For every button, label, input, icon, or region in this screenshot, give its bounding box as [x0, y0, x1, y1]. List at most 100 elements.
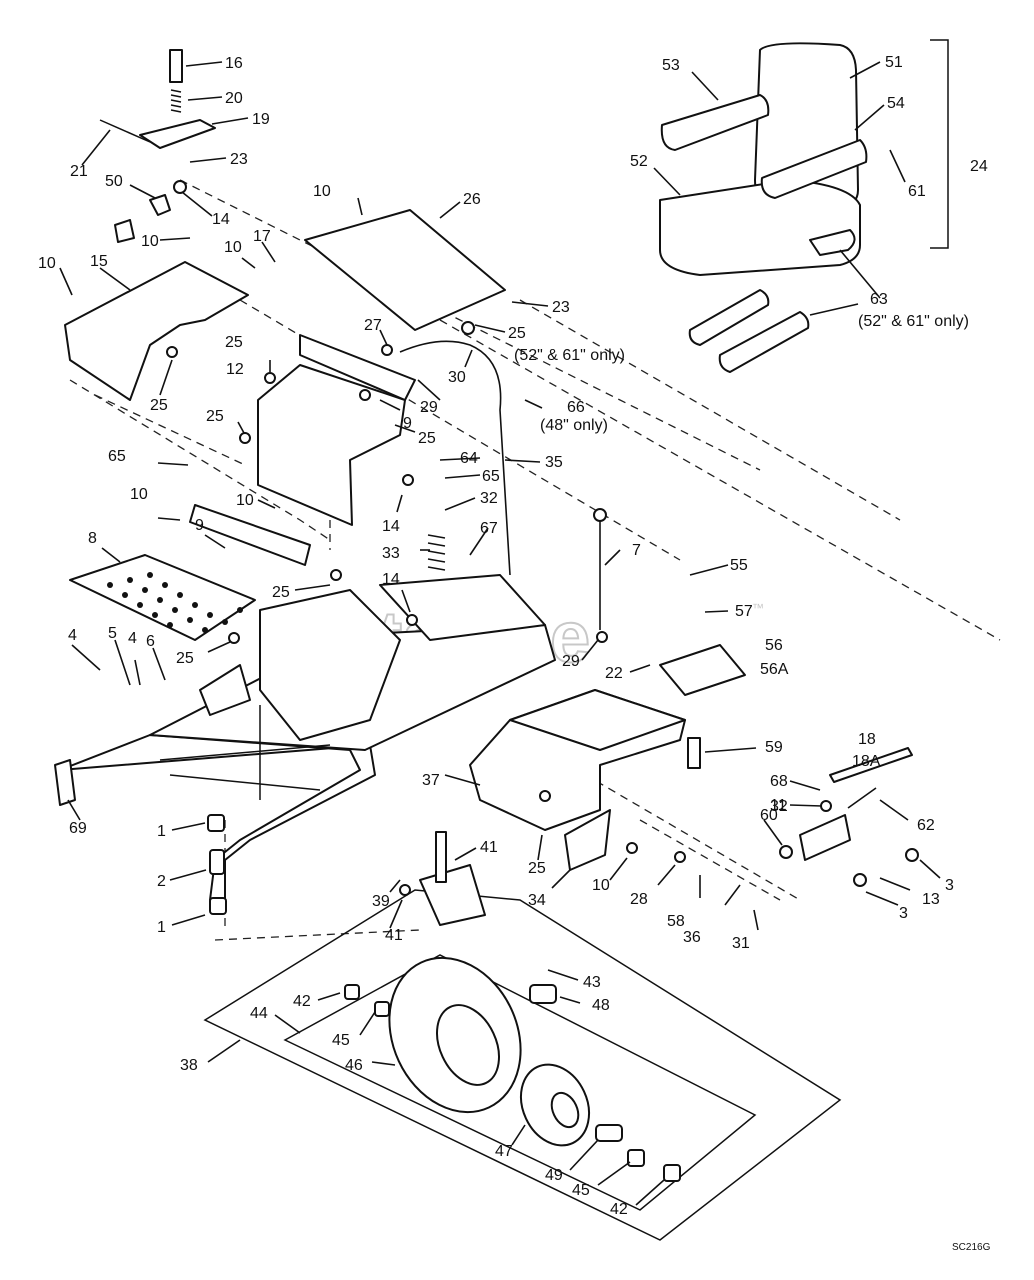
callout-label: 53 [662, 57, 680, 74]
callout-label: 9 [403, 415, 412, 432]
seat-bracket-line [930, 39, 949, 249]
callout-label: 17 [253, 228, 271, 245]
callout-label: 36 [683, 929, 701, 946]
callout-label: 63 [870, 291, 888, 308]
callout-label: 46 [345, 1057, 363, 1074]
channel-9-upper[interactable] [299, 334, 416, 401]
control-console-12[interactable] [257, 364, 406, 526]
callout-label: 54 [887, 95, 905, 112]
callout-label: 10 [141, 233, 159, 250]
callout-label: 41 [480, 839, 498, 856]
callout-label: 56 [765, 637, 783, 654]
caster-stem [435, 831, 447, 883]
callout-label: 8 [88, 530, 97, 547]
callout-label: 12 [226, 361, 244, 378]
callout-label: 48 [592, 997, 610, 1014]
bolt-62[interactable] [829, 747, 913, 783]
callout-label: 45 [332, 1032, 350, 1049]
callout-label: 23 [552, 299, 570, 316]
callout-label: 5 [108, 625, 117, 642]
seat-assembly[interactable] [659, 42, 868, 276]
callout-label: 28 [630, 891, 648, 908]
bracket-56[interactable] [659, 644, 746, 696]
small-hardware [166, 344, 919, 1182]
wheel-assembly-outline-38 [203, 889, 842, 1241]
callout-label: 34 [528, 892, 546, 909]
callout-label: 18 [858, 731, 876, 748]
callout-label: 49 [545, 1167, 563, 1184]
watermark-trademark: ™ [752, 601, 764, 615]
callout-label: 68 [770, 773, 788, 790]
spring-33[interactable] [427, 534, 446, 571]
callout-label: 3 [945, 877, 954, 894]
callout-label: 27 [364, 317, 382, 334]
callout-label: 55 [730, 557, 748, 574]
callout-label: 21 [70, 163, 88, 180]
callout-label: 52 [630, 153, 648, 170]
diagram-code: SC216G [952, 1242, 991, 1253]
channel-9-lower[interactable] [189, 504, 311, 566]
callout-labels: 16 20 19 21 23 50 14 10 10 17 10 15 10 2… [38, 54, 991, 1253]
callout-label: 25 [150, 397, 168, 414]
callout-label: 14 [382, 571, 400, 588]
pivot-bracket-group[interactable] [99, 49, 216, 243]
callout-label: 32 [770, 798, 788, 815]
callout-label: 25 [528, 860, 546, 877]
mount-plate-top[interactable] [509, 689, 686, 751]
callout-label: 47 [495, 1143, 513, 1160]
callout-label: 18A [852, 753, 881, 770]
callout-label: 39 [372, 893, 390, 910]
washer-25-top [461, 321, 475, 335]
seat-platform-26[interactable] [304, 209, 506, 331]
callout-label: 6 [146, 633, 155, 650]
callout-label: 29 [420, 399, 438, 416]
note-seat-mount: (52" & 61" only) [858, 313, 969, 330]
callout-label: 57 [735, 603, 753, 620]
leader-lines [59, 61, 941, 1206]
tire-46[interactable] [365, 936, 545, 1133]
pin-59[interactable] [687, 737, 701, 769]
callout-label: 41 [385, 927, 403, 944]
callout-label: 15 [90, 253, 108, 270]
wheel-assembly-outline-44 [283, 954, 757, 1211]
callout-label: 51 [885, 54, 903, 71]
fender-15[interactable] [64, 261, 249, 401]
rod-7-eye [593, 508, 607, 522]
seat-slide-rails[interactable] [688, 289, 810, 373]
callout-label: 1 [157, 919, 166, 936]
callout-label: 45 [572, 1182, 590, 1199]
callout-label: 1 [157, 823, 166, 840]
callout-label: 43 [583, 974, 601, 991]
floor-plate-pattern [107, 572, 243, 633]
callout-label: 25 [272, 584, 290, 601]
callout-label: 2 [157, 873, 166, 890]
callout-label: 10 [130, 486, 148, 503]
callout-label: 62 [917, 817, 935, 834]
callout-label: 44 [250, 1005, 268, 1022]
callout-label: 58 [667, 913, 685, 930]
callout-label: 32 [480, 490, 498, 507]
callout-label: 10 [313, 183, 331, 200]
callout-label: 42 [293, 993, 311, 1010]
callout-label: 64 [460, 450, 478, 467]
callout-label: 19 [252, 111, 270, 128]
callout-label: 60 [760, 807, 778, 824]
callout-label: 23 [230, 151, 248, 168]
callout-label: 33 [382, 545, 400, 562]
callout-label: 4 [68, 627, 77, 644]
callout-label: 35 [545, 454, 563, 471]
rim-47[interactable] [508, 1053, 602, 1156]
callout-label: 9 [195, 517, 204, 534]
bracket-18[interactable] [799, 814, 851, 861]
callout-label: 37 [422, 772, 440, 789]
floor-plate-8[interactable] [69, 554, 256, 641]
cover-34[interactable] [564, 809, 611, 871]
callout-label: 56A [760, 661, 789, 678]
callout-label: 10 [38, 255, 56, 272]
caster-fork-41[interactable] [419, 864, 486, 926]
callout-label: 42 [610, 1201, 628, 1218]
cable-35[interactable] [399, 340, 511, 576]
callout-label: 61 [908, 183, 926, 200]
callout-label: 29 [562, 653, 580, 670]
